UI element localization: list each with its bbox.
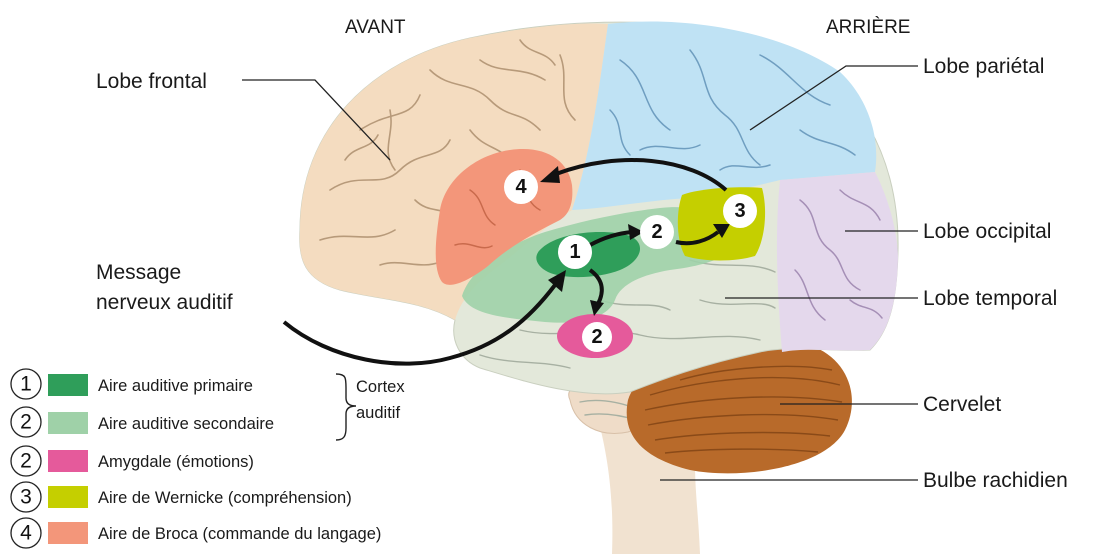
label-lobe-occipital: Lobe occipital (923, 220, 1051, 243)
legend-brace (336, 374, 356, 440)
label-message-line2: nerveux auditif (96, 291, 233, 314)
legend-item-secondary: 2 Aire auditive secondaire (11, 407, 274, 437)
marker-1: 1 (558, 235, 592, 269)
label-message-line1: Message (96, 261, 181, 284)
legend-item-wernicke: 3 Aire de Wernicke (compréhension) (11, 482, 352, 512)
label-avant: AVANT (345, 17, 406, 38)
svg-text:2: 2 (651, 221, 662, 243)
label-lobe-frontal: Lobe frontal (96, 70, 207, 93)
svg-text:3: 3 (734, 200, 745, 222)
marker-2-secondary: 2 (640, 215, 674, 249)
svg-text:Aire de Broca (commande du lan: Aire de Broca (commande du langage) (98, 525, 381, 543)
svg-text:3: 3 (20, 486, 32, 509)
legend-swatch (48, 522, 88, 544)
marker-2-amygdala: 2 (582, 322, 612, 352)
label-bulbe: Bulbe rachidien (923, 469, 1068, 492)
svg-text:1: 1 (20, 373, 32, 396)
svg-text:1: 1 (569, 241, 580, 263)
svg-text:4: 4 (515, 176, 527, 198)
svg-text:Amygdale (émotions): Amygdale (émotions) (98, 453, 254, 471)
legend-swatch (48, 486, 88, 508)
occipital-lobe (777, 172, 898, 352)
label-lobe-parietal: Lobe pariétal (923, 55, 1044, 78)
label-lobe-temporal: Lobe temporal (923, 287, 1057, 310)
label-arriere: ARRIÈRE (826, 17, 910, 38)
label-cervelet: Cervelet (923, 393, 1001, 416)
marker-4: 4 (504, 170, 538, 204)
legend-group-line2: auditif (356, 404, 400, 422)
legend-swatch (48, 412, 88, 434)
svg-text:Aire auditive secondaire: Aire auditive secondaire (98, 415, 274, 433)
svg-text:2: 2 (20, 450, 32, 473)
legend-swatch (48, 450, 88, 472)
legend-swatch (48, 374, 88, 396)
svg-text:4: 4 (20, 522, 32, 545)
svg-text:2: 2 (20, 411, 32, 434)
svg-text:Aire auditive primaire: Aire auditive primaire (98, 377, 253, 395)
wernicke-area (678, 187, 765, 260)
legend-group-line1: Cortex (356, 378, 405, 396)
svg-text:2: 2 (591, 326, 602, 348)
legend-item-broca: 4 Aire de Broca (commande du langage) (11, 518, 381, 548)
legend-item-amygdala: 2 Amygdale (émotions) (11, 446, 254, 476)
legend: 1 Aire auditive primaire 2 Aire auditive… (11, 369, 405, 548)
legend-item-primary: 1 Aire auditive primaire (11, 369, 253, 399)
svg-text:Aire de Wernicke (compréhensio: Aire de Wernicke (compréhension) (98, 489, 352, 507)
marker-3: 3 (723, 194, 757, 228)
